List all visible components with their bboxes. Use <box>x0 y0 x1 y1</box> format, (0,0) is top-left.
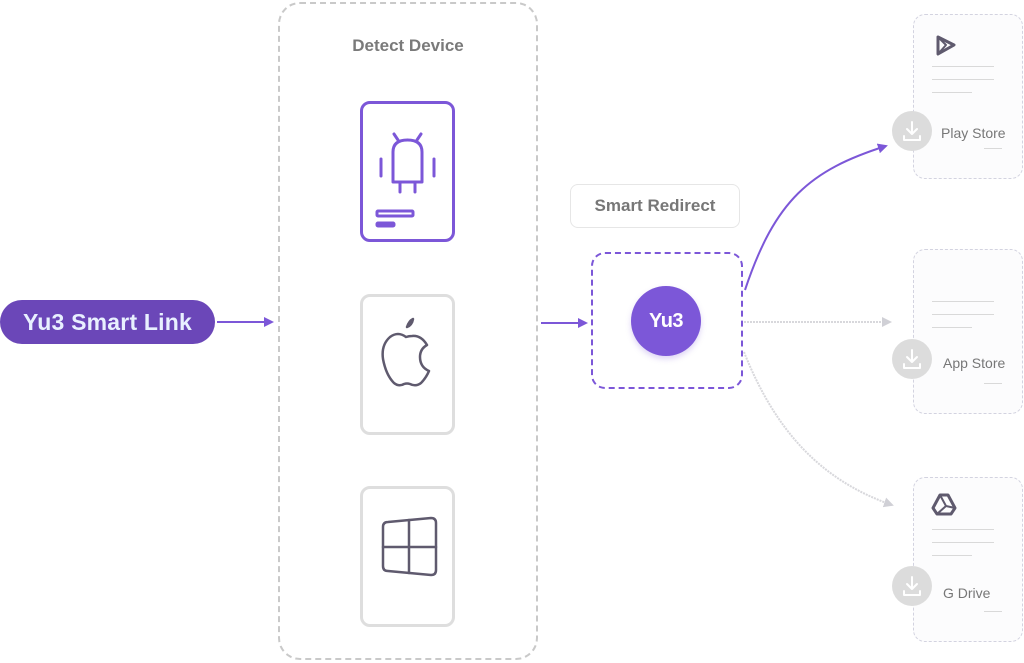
download-button-app-store[interactable] <box>892 339 932 379</box>
download-button-g-drive[interactable] <box>892 566 932 606</box>
arrow-to-g-drive <box>743 351 894 508</box>
device-card-android[interactable] <box>360 101 455 242</box>
windows-icon <box>381 516 438 577</box>
placeholder-line <box>984 611 1002 612</box>
store-card-app-store[interactable]: App Store <box>913 249 1023 414</box>
placeholder-line <box>932 555 972 556</box>
placeholder-line <box>932 327 972 328</box>
store-card-play-store[interactable]: Play Store <box>913 14 1023 179</box>
android-icon <box>375 132 436 228</box>
arrow-to-play-store <box>744 143 888 291</box>
store-label: G Drive <box>943 585 991 601</box>
yu3-logo-text: Yu3 <box>648 309 684 332</box>
placeholder-line <box>932 66 994 67</box>
download-icon <box>903 121 921 141</box>
download-icon <box>903 349 921 369</box>
placeholder-line <box>984 383 1002 384</box>
placeholder-line <box>932 92 972 93</box>
google-drive-icon <box>931 493 957 516</box>
placeholder-line <box>932 301 994 302</box>
device-card-apple[interactable] <box>360 294 455 435</box>
store-card-g-drive[interactable]: G Drive <box>913 477 1023 642</box>
smart-redirect-label-box: Smart Redirect <box>570 184 740 228</box>
placeholder-line <box>932 529 994 530</box>
smart-redirect-box <box>591 252 743 389</box>
play-store-icon <box>936 35 956 56</box>
smart-link-badge[interactable]: Yu3 Smart Link <box>0 300 215 344</box>
store-label: App Store <box>943 355 1006 371</box>
download-button-play-store[interactable] <box>892 111 932 151</box>
yu3-logo[interactable]: Yu3 <box>631 286 701 356</box>
apple-icon <box>381 317 431 387</box>
download-icon <box>903 576 921 596</box>
placeholder-line <box>932 79 994 80</box>
smart-redirect-label: Smart Redirect <box>594 196 716 215</box>
placeholder-line <box>984 148 1002 149</box>
smart-link-label: Yu3 Smart Link <box>23 308 192 335</box>
detect-device-panel <box>278 2 538 660</box>
store-label: Play Store <box>941 125 1006 141</box>
device-card-windows[interactable] <box>360 486 455 627</box>
detect-device-title: Detect Device <box>352 36 464 55</box>
placeholder-line <box>932 542 994 543</box>
placeholder-line <box>932 314 994 315</box>
